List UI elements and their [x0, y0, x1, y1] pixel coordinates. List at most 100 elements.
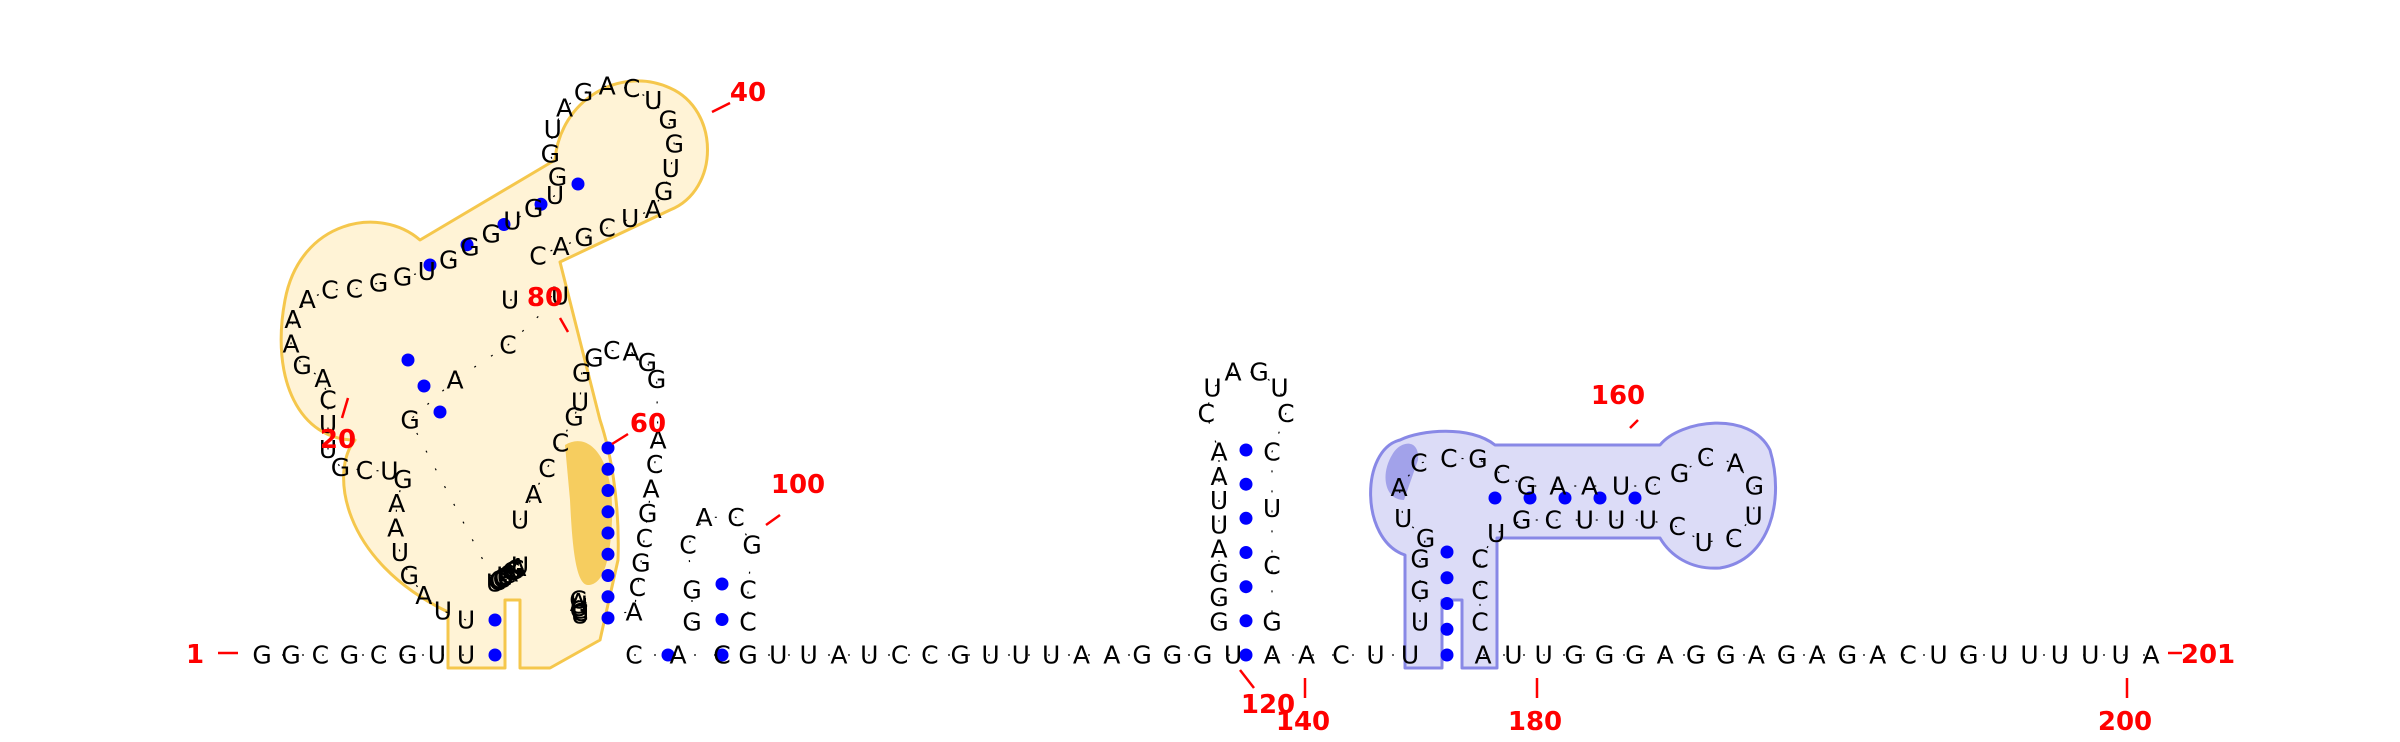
position-number-tick [611, 432, 629, 446]
nucleotide: U [496, 561, 514, 590]
nucleotide: U [457, 641, 475, 670]
nucleotide: G [1209, 608, 1228, 637]
position-number: 180 [1508, 678, 1562, 737]
base-pair [1239, 477, 1253, 491]
nucleotide: C [499, 331, 516, 360]
nucleotide: G [398, 641, 417, 670]
base-pair [488, 648, 502, 662]
nucleotide: C [598, 214, 615, 243]
nucleotide: C [1544, 506, 1561, 535]
nucleotide: C [370, 641, 387, 670]
nucleotide: A [1549, 472, 1566, 501]
nucleotide: U [1990, 641, 2008, 670]
backbone-strand [519, 349, 659, 616]
nucleotide: C [1471, 544, 1488, 573]
highlight-region-blue-strong [1385, 443, 1419, 500]
nucleotide: A [1727, 448, 1744, 477]
nucleotide: C [921, 641, 938, 670]
nucleotide: C [1644, 472, 1661, 501]
nucleotide: A [525, 480, 542, 509]
nucleotide: A [1298, 641, 1315, 670]
base-pair [1488, 491, 1502, 505]
nucleotide: A [622, 338, 639, 367]
nucleotide: C [493, 564, 510, 593]
nucleotide: U [551, 282, 569, 311]
nucleotide: A [284, 305, 301, 334]
nucleotide: G [548, 163, 567, 192]
nucleotide: G [400, 561, 419, 590]
base-pair [1440, 597, 1454, 610]
base-pair [601, 590, 615, 604]
nucleotide: C [739, 608, 756, 637]
nucleotide: G [393, 465, 412, 494]
nucleotide: A [1808, 641, 1825, 670]
nucleotide: C [636, 524, 653, 553]
nucleotide: U [1224, 641, 1242, 670]
base-pair [601, 505, 615, 519]
nucleotide: C [499, 560, 516, 589]
nucleotide: C [319, 385, 336, 414]
base-pair [601, 462, 615, 476]
nucleotide: C [1440, 444, 1457, 473]
nucleotide: U [860, 641, 878, 670]
nucleotide: C [679, 531, 696, 560]
position-number: 120 [1239, 669, 1295, 720]
nucleotide: A [599, 71, 616, 100]
nucleotide: C [552, 428, 569, 457]
nucleotide: U [486, 569, 504, 598]
base-pair [534, 197, 548, 211]
nucleotide: C [646, 450, 663, 479]
nucleotide: C [1471, 576, 1488, 605]
base-pair [423, 258, 437, 272]
position-number-label: 200 [2098, 707, 2152, 737]
position-number-label: 160 [1591, 381, 1645, 411]
nucleotide: U [1411, 608, 1429, 637]
base-pair [1239, 648, 1253, 662]
nucleotide: C [571, 598, 588, 627]
base-pair [460, 238, 474, 252]
nucleotide: G [1132, 641, 1151, 670]
base-pair [661, 648, 675, 662]
nucleotide: G [1209, 559, 1228, 588]
nucleotide: C [1263, 438, 1280, 467]
nucleotide: U [644, 86, 662, 115]
nucleotide: C [346, 275, 363, 304]
nucleotide: U [1576, 506, 1594, 535]
position-number-tick [340, 397, 350, 419]
base-pair [1440, 622, 1454, 636]
position-number: 140 [1276, 678, 1330, 737]
nucleotide: G [1262, 608, 1281, 637]
nucleotide: U [769, 641, 787, 670]
nucleotide: C [488, 567, 505, 596]
nucleotide: G [584, 344, 603, 373]
nucleotide: U [1929, 641, 1947, 670]
nucleotide: U [546, 181, 564, 210]
nucleotide: G [1625, 641, 1644, 670]
nucleotide: A [695, 503, 712, 532]
nucleotide: U [2051, 641, 2069, 670]
nucleotide: C [1263, 551, 1280, 580]
base-pair [1628, 491, 1642, 505]
nucleotide: U [662, 154, 680, 183]
nucleotide: G [1163, 641, 1182, 670]
base-pair [497, 218, 511, 231]
nucleotide: A [2142, 641, 2159, 670]
nucleotide: G [574, 223, 593, 252]
nucleotide: U [1366, 641, 1384, 670]
nucleotide: G [490, 566, 509, 595]
nucleotide: G [1564, 641, 1583, 670]
base-pair [571, 177, 585, 191]
base-pair [1239, 443, 1253, 457]
nucleotide: U [1607, 506, 1625, 535]
nucleotide: G [574, 78, 593, 107]
nucleotide: U [1401, 641, 1419, 670]
nucleotide: U [511, 552, 529, 581]
nucleotide: U [1270, 374, 1288, 403]
nucleotide: A [1657, 641, 1674, 670]
